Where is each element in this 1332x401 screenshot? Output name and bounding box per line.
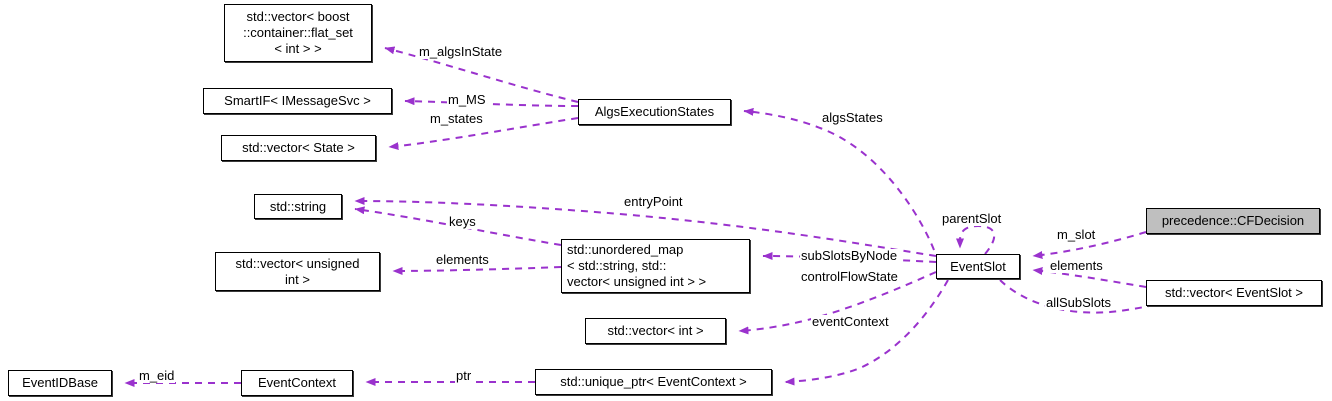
node-std-vector-eventslot[interactable]: std::vector< EventSlot > <box>1146 280 1322 306</box>
edge-label-m-states: m_states <box>429 111 484 126</box>
edge-label-all-sub-slots: allSubSlots <box>1045 295 1113 310</box>
node-algs-execution-states[interactable]: AlgsExecutionStates <box>578 99 731 125</box>
node-std-vector-state[interactable]: std::vector< State > <box>221 135 376 161</box>
node-event-slot[interactable]: EventSlot <box>936 254 1020 279</box>
node-smartif-imessagesvc[interactable]: SmartIF< IMessageSvc > <box>203 88 392 114</box>
edge-algs-states <box>743 107 935 251</box>
node-std-vector-int[interactable]: std::vector< int > <box>585 318 726 344</box>
edge-label-ptr: ptr <box>455 368 473 383</box>
edge-label-entry-point: entryPoint <box>623 194 684 209</box>
node-std-unordered-map[interactable]: std::unordered_map < std::string, std:: … <box>561 239 750 293</box>
edge-label-control-flow-state: controlFlowState <box>800 269 899 284</box>
node-std-unique-ptr-event-context[interactable]: std::unique_ptr< EventContext > <box>535 369 772 395</box>
edge-label-keys: keys <box>448 214 477 229</box>
edge-label-parent-slot: parentSlot <box>941 211 1003 226</box>
edge-label-event-context: eventContext <box>811 314 890 329</box>
edge-label-m-slot: m_slot <box>1056 227 1097 242</box>
edge-label-sub-slots-by-node: subSlotsByNode <box>800 248 899 263</box>
edge-elements-map <box>392 266 562 275</box>
node-std-vector-boost-flat-set[interactable]: std::vector< boost ::container::flat_set… <box>224 4 372 62</box>
node-event-id-base[interactable]: EventIDBase <box>8 370 112 396</box>
edge-label-elements-slot: elements <box>1049 258 1104 273</box>
edge-label-m-algs-in-state: m_algsInState <box>418 44 504 59</box>
edge-label-elements-map: elements <box>435 252 490 267</box>
node-event-context[interactable]: EventContext <box>241 370 353 396</box>
edge-parent-slot <box>956 224 996 255</box>
node-std-vector-unsigned-int[interactable]: std::vector< unsigned int > <box>215 252 380 291</box>
edge-event-context <box>784 279 949 386</box>
edge-m-ms <box>404 97 579 107</box>
edge-label-m-ms: m_MS <box>447 92 487 107</box>
node-precedence-cfdecision[interactable]: precedence::CFDecision <box>1146 208 1320 234</box>
edge-label-algs-states: algsStates <box>821 110 884 125</box>
edge-label-m-eid: m_eid <box>138 368 176 383</box>
node-std-string[interactable]: std::string <box>254 194 342 219</box>
